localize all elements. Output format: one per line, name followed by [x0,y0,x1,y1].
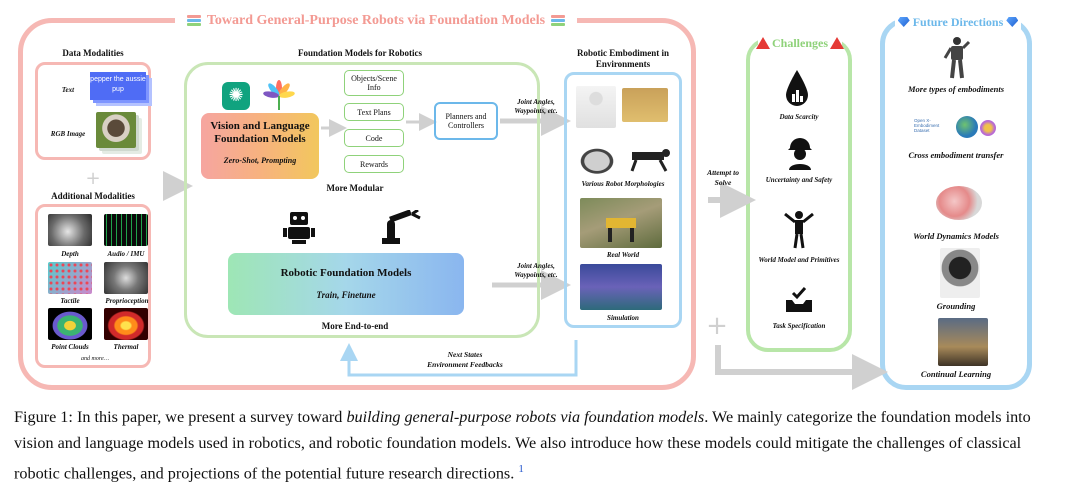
output-text-plans: Text Plans [344,103,404,121]
next-states-text: Next States [447,350,483,359]
audio-imu-label: Audio / IMU [107,250,145,258]
planners-controllers-box: Planners and Controllers [434,102,498,140]
future-title: Future Directions [895,12,1021,32]
rgb-modality-label: RGB Image [50,130,86,138]
robot-arm-icon [382,210,421,244]
additional-modalities-box [35,204,151,368]
cross-embodiment-image: Open X-Embodiment Dataset [914,116,1000,140]
future-more-embodiments: More types of embodiments [907,84,1005,94]
rfm-title: Robotic Foundation Models [280,267,412,279]
joint-angles-label-top: Joint Angles, Waypoints, etc. [514,98,558,115]
car-robot-photo [572,142,622,174]
tactile-image [48,262,92,294]
challenge-data-scarcity: Data Scarcity [779,113,819,121]
additional-modalities-heading: Additional Modalities [51,191,135,201]
text-modality-label: Text [61,86,75,94]
robot-arm-photo [576,86,616,128]
caption-body: . We mainly categorize the foundation mo… [14,408,1031,483]
gem-icon [1006,17,1019,27]
output-objects-scene: Objects/Scene Info [344,70,404,96]
foundation-models-box [184,62,540,338]
attempt-to-solve-label: Attempt to Solve [707,168,739,187]
embodiment-box [564,72,682,328]
vlfm-subtitle: Zero-Shot, Prompting [223,156,297,165]
challenges-title: Challenges [756,34,845,52]
brain-image [936,186,982,220]
depth-image [48,214,92,246]
foundation-models-heading: Foundation Models for Robotics [297,48,423,58]
thermal-label: Thermal [113,343,139,351]
humanoid-figure-icon [784,211,814,249]
challenge-task-spec: Task Specification [772,322,826,330]
more-end-to-end-label: More End-to-end [321,321,389,331]
challenges-heading: Challenges [772,35,829,50]
future-world-dynamics: World Dynamics Models [913,231,999,241]
caption-prefix: Figure 1: In this paper, we present a su… [14,408,347,426]
real-world-label: Real World [606,251,640,259]
challenge-uncertainty-safety: Uncertainty and Safety [765,176,833,184]
text-sample-card: pepper the aussie pup [90,72,146,100]
safety-worker-icon [788,138,812,170]
vlfm-title: Vision and Language Foundation Models [210,120,310,145]
output-code: Code [344,129,404,147]
vision-language-fm-box [201,113,319,179]
proprioception-label: Proprioception [105,297,149,305]
gem-icon [897,17,910,27]
future-heading: Future Directions [912,14,1004,29]
robotic-fm-box [228,253,464,315]
warning-icon [830,37,845,49]
thermal-image [104,308,148,340]
future-grounding: Grounding [936,301,976,311]
proprioception-image [104,262,148,294]
robot-icon [283,212,315,244]
environment-feedbacks-text: Environment Feedbacks [427,360,503,369]
simulation-photo [580,264,662,310]
robot-morphologies-label: Various Robot Morphologies [581,180,665,188]
audio-imu-image [104,214,148,246]
tabletop-photo [622,88,668,122]
main-title: Toward General-Purpose Robots via Founda… [175,10,577,32]
feedback-label: Next States Environment Feedbacks [410,350,520,370]
dataset-badge-icon [980,120,996,136]
point-cloud-image [48,308,92,340]
svg-text:+: + [706,311,728,341]
gemini-logo-icon [263,80,295,110]
connector-arrows: + + [85,106,888,390]
point-clouds-label: Point Clouds [51,343,89,351]
warning-icon [756,37,770,49]
grounding-image [940,248,980,298]
oxe-dataset-text: Open X-Embodiment Dataset [914,118,940,133]
dog-image [96,112,136,148]
figure-caption: Figure 1: In this paper, we present a su… [14,404,1066,486]
simulation-label: Simulation [607,314,639,322]
openai-logo-icon: ✺ [222,82,250,110]
humanoid-robot-photo [943,37,971,79]
books-icon [186,14,201,28]
globe-icon [956,116,978,138]
books-icon [551,14,566,28]
water-drop-icon [786,70,808,106]
data-modalities-box [35,62,151,160]
more-modalities: and more… [81,356,109,362]
continual-learning-image [938,318,988,366]
future-continual-learning: Continual Learning [920,369,992,379]
quadruped-photo [626,144,674,172]
caption-footnote[interactable]: 1 [518,463,524,475]
challenge-world-model: World Model and Primitives [758,256,840,264]
caption-emphasis: building general-purpose robots via foun… [346,408,705,426]
svg-text:+: + [85,168,100,189]
future-cross-embodiment: Cross embodiment transfer [908,150,1004,160]
embodiment-heading: Robotic Embodiment in Environments [576,48,669,69]
real-world-photo [580,198,662,248]
rfm-subtitle: Train, Finetune [316,290,376,300]
main-title-text: Toward General-Purpose Robots via Founda… [206,13,546,28]
task-inbox-icon [786,287,812,312]
output-rewards: Rewards [344,155,404,173]
data-modalities-heading: Data Modalities [62,48,124,58]
joint-angles-label-bottom: Joint Angles, Waypoints, etc. [514,262,558,279]
more-modular-label: More Modular [326,183,384,193]
tactile-label: Tactile [60,297,80,305]
depth-label: Depth [61,250,79,258]
